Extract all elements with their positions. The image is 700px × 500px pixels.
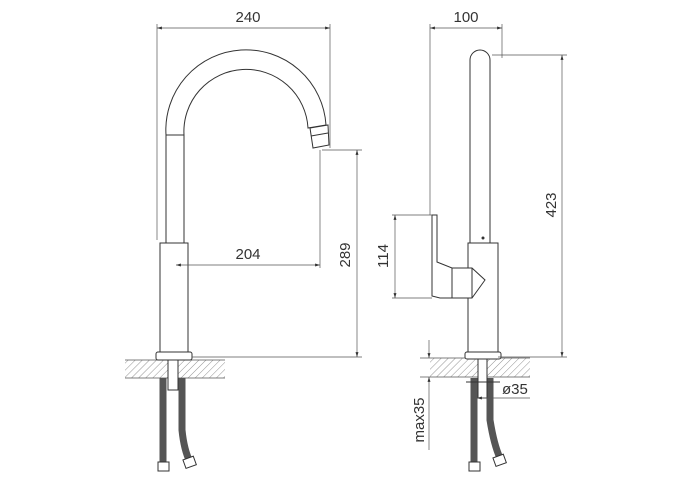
dim-114: 114 xyxy=(375,244,392,268)
dim-423: 423 xyxy=(543,192,560,217)
hose-right xyxy=(178,378,194,464)
front-view: 240 204 289 xyxy=(125,9,362,472)
dim-max35: max35 xyxy=(411,397,428,442)
side-spout xyxy=(469,49,491,244)
side-body xyxy=(467,242,499,353)
dim-100: 100 xyxy=(453,9,478,26)
faucet-body xyxy=(159,242,189,353)
aerator xyxy=(309,124,330,149)
dim-diameter-35: ø35 xyxy=(502,381,528,398)
side-view: 100 423 114 max35 ø35 xyxy=(375,9,567,472)
spout xyxy=(165,49,327,244)
dim-204: 204 xyxy=(235,246,260,263)
dim-240: 240 xyxy=(235,9,260,26)
dim-289: 289 xyxy=(337,242,354,267)
base-flange xyxy=(155,351,193,361)
